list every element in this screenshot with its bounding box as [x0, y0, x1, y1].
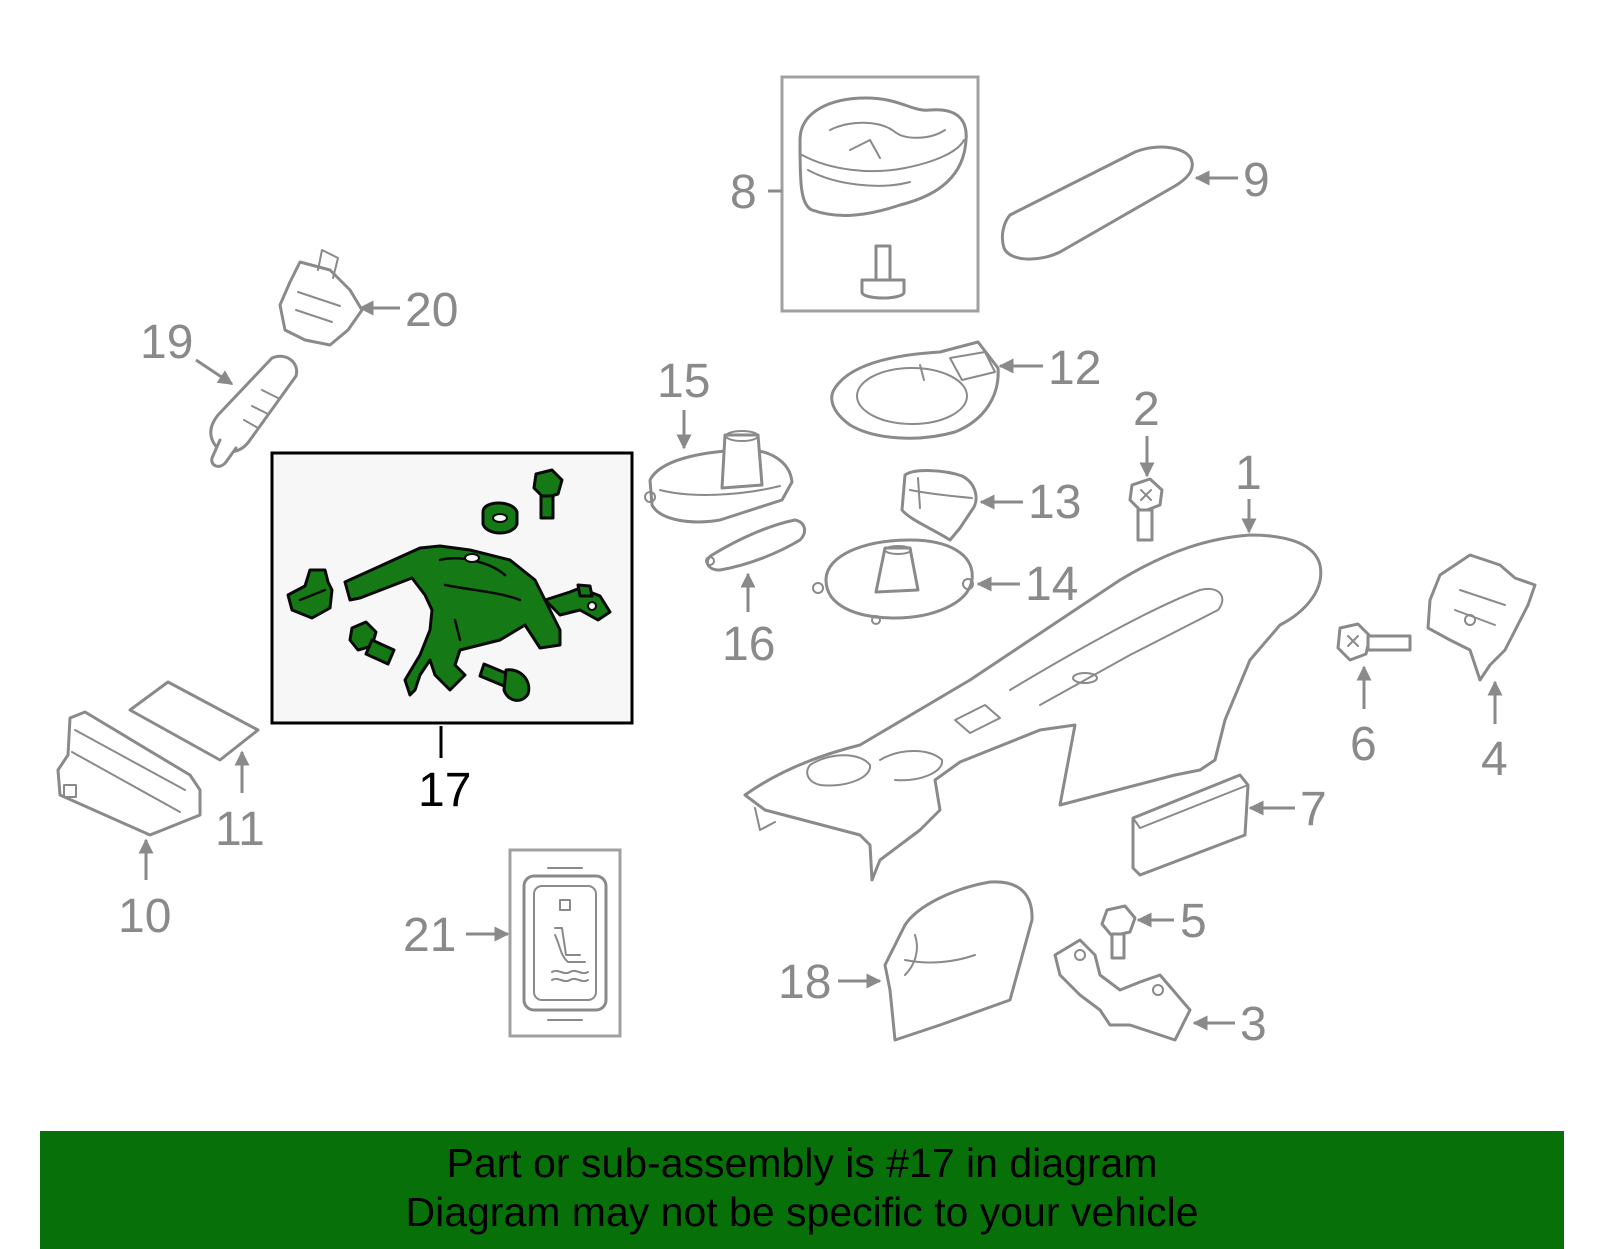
- callout-number: 6: [1350, 718, 1377, 771]
- callout-3: 3: [1192, 998, 1267, 1051]
- callout-11: 11: [215, 750, 265, 856]
- banner-line-1: Part or sub-assembly is #17 in diagram: [446, 1140, 1158, 1186]
- part-5-bolt[interactable]: [1100, 904, 1137, 960]
- part-19-lighter[interactable]: [209, 354, 299, 468]
- part-9-mat[interactable]: [1000, 145, 1194, 261]
- part-4-bracket[interactable]: [1426, 553, 1537, 682]
- callout-13: 13: [979, 476, 1081, 529]
- callout-1: 1: [1235, 447, 1262, 534]
- part-12-bezel[interactable]: [830, 340, 1000, 440]
- callout-number: 20: [405, 284, 458, 337]
- callout-20: 20: [358, 284, 458, 337]
- part-20-socket[interactable]: [278, 249, 364, 347]
- callout-5: 5: [1136, 895, 1207, 948]
- callout-number: 2: [1133, 383, 1160, 436]
- part-15-shift-boot[interactable]: [644, 430, 794, 524]
- callout-18: 18: [778, 956, 882, 1009]
- callout-number: 16: [722, 618, 775, 671]
- callout-number: 15: [657, 355, 710, 408]
- callout-8: 8: [730, 166, 782, 219]
- callout-16: 16: [722, 572, 775, 671]
- callout-12: 12: [998, 342, 1101, 395]
- callout-number: 3: [1240, 998, 1267, 1051]
- callout-19: 19: [140, 316, 234, 386]
- part-1-console[interactable]: [743, 533, 1323, 882]
- part-2-bolt[interactable]: [1128, 477, 1164, 542]
- part-13-cover[interactable]: [900, 469, 978, 542]
- callout-6: 6: [1350, 665, 1377, 771]
- part-3-bracket[interactable]: [1053, 938, 1192, 1042]
- callout-number: 11: [215, 803, 265, 856]
- callout-number: 17: [418, 764, 471, 817]
- callout-2: 2: [1133, 383, 1160, 478]
- callout-17: 17: [418, 726, 471, 817]
- part-18-boot-cover[interactable]: [883, 880, 1034, 1042]
- callout-number: 19: [140, 316, 193, 369]
- callout-10: 10: [118, 838, 171, 943]
- callout-9: 9: [1194, 154, 1270, 207]
- callout-number: 21: [403, 909, 456, 962]
- callout-number: 7: [1300, 783, 1327, 836]
- part-16-trim[interactable]: [705, 518, 807, 572]
- part-11-mat[interactable]: [128, 680, 260, 762]
- callout-number: 1: [1235, 447, 1262, 500]
- footer-banner: Part or sub-assembly is #17 in diagram D…: [40, 1131, 1564, 1249]
- callout-4: 4: [1481, 680, 1508, 786]
- callout-number: 14: [1025, 558, 1078, 611]
- part-8-cup-holder[interactable]: [780, 75, 980, 313]
- part-21-seat-switch[interactable]: [508, 848, 622, 1038]
- callout-number: 5: [1180, 895, 1207, 948]
- part-10-tray[interactable]: [56, 710, 202, 837]
- part-17-shifter-assembly[interactable]: [270, 451, 634, 725]
- callout-number: 13: [1028, 476, 1081, 529]
- callout-number: 9: [1243, 154, 1270, 207]
- callout-21: 21: [403, 909, 510, 962]
- callout-number: 12: [1048, 342, 1101, 395]
- callout-15: 15: [657, 355, 710, 450]
- part-6-bolt[interactable]: [1336, 622, 1412, 662]
- callout-number: 8: [730, 166, 757, 219]
- callout-number: 10: [118, 890, 171, 943]
- part-7-pad[interactable]: [1131, 773, 1250, 877]
- part-14-boot-ring[interactable]: [812, 538, 974, 625]
- callout-number: 4: [1481, 733, 1508, 786]
- callout-7: 7: [1248, 783, 1327, 836]
- callout-14: 14: [976, 558, 1078, 611]
- banner-line-2: Diagram may not be specific to your vehi…: [405, 1189, 1199, 1235]
- callout-number: 18: [778, 956, 831, 1009]
